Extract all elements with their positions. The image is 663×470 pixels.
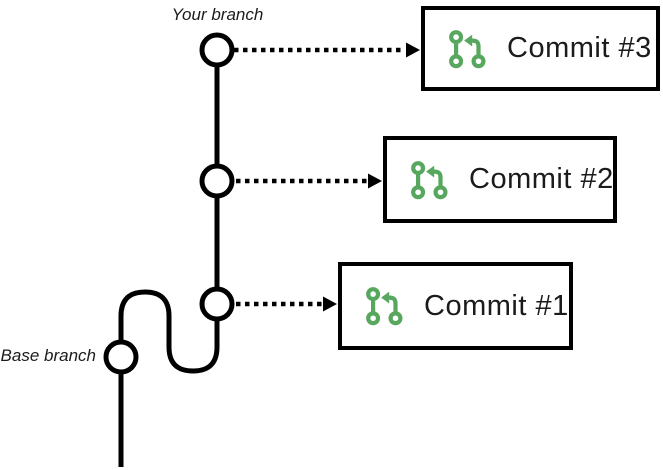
base-branch-label: Base branch bbox=[0, 346, 96, 365]
base-branch-node bbox=[103, 339, 139, 375]
arrowhead-icon bbox=[368, 173, 382, 189]
commit-card-3: Commit #3 bbox=[421, 6, 660, 91]
commit-label: Commit #1 bbox=[424, 289, 569, 322]
git-pull-request-icon bbox=[449, 29, 486, 68]
dotted-arrow-commit-3 bbox=[234, 42, 420, 58]
commit-card-2: Commit #2 bbox=[383, 136, 617, 223]
branch-merge-curve bbox=[118, 289, 220, 374]
git-pull-request-icon bbox=[411, 160, 448, 199]
your-branch-label: Your branch bbox=[171, 5, 264, 24]
commit-label: Commit #3 bbox=[507, 32, 652, 64]
dotted-arrow-commit-1 bbox=[236, 296, 337, 312]
arrowhead-icon bbox=[323, 296, 337, 312]
arrowhead-icon bbox=[406, 42, 420, 58]
dotted-arrow-commit-2 bbox=[236, 173, 382, 189]
commit-node-2 bbox=[199, 163, 235, 199]
commit-label: Commit #2 bbox=[469, 163, 614, 195]
commit-card-1: Commit #1 bbox=[338, 262, 573, 350]
commit-node-1 bbox=[199, 286, 235, 322]
git-pull-request-icon bbox=[366, 287, 403, 326]
commit-node-3 bbox=[199, 32, 235, 68]
